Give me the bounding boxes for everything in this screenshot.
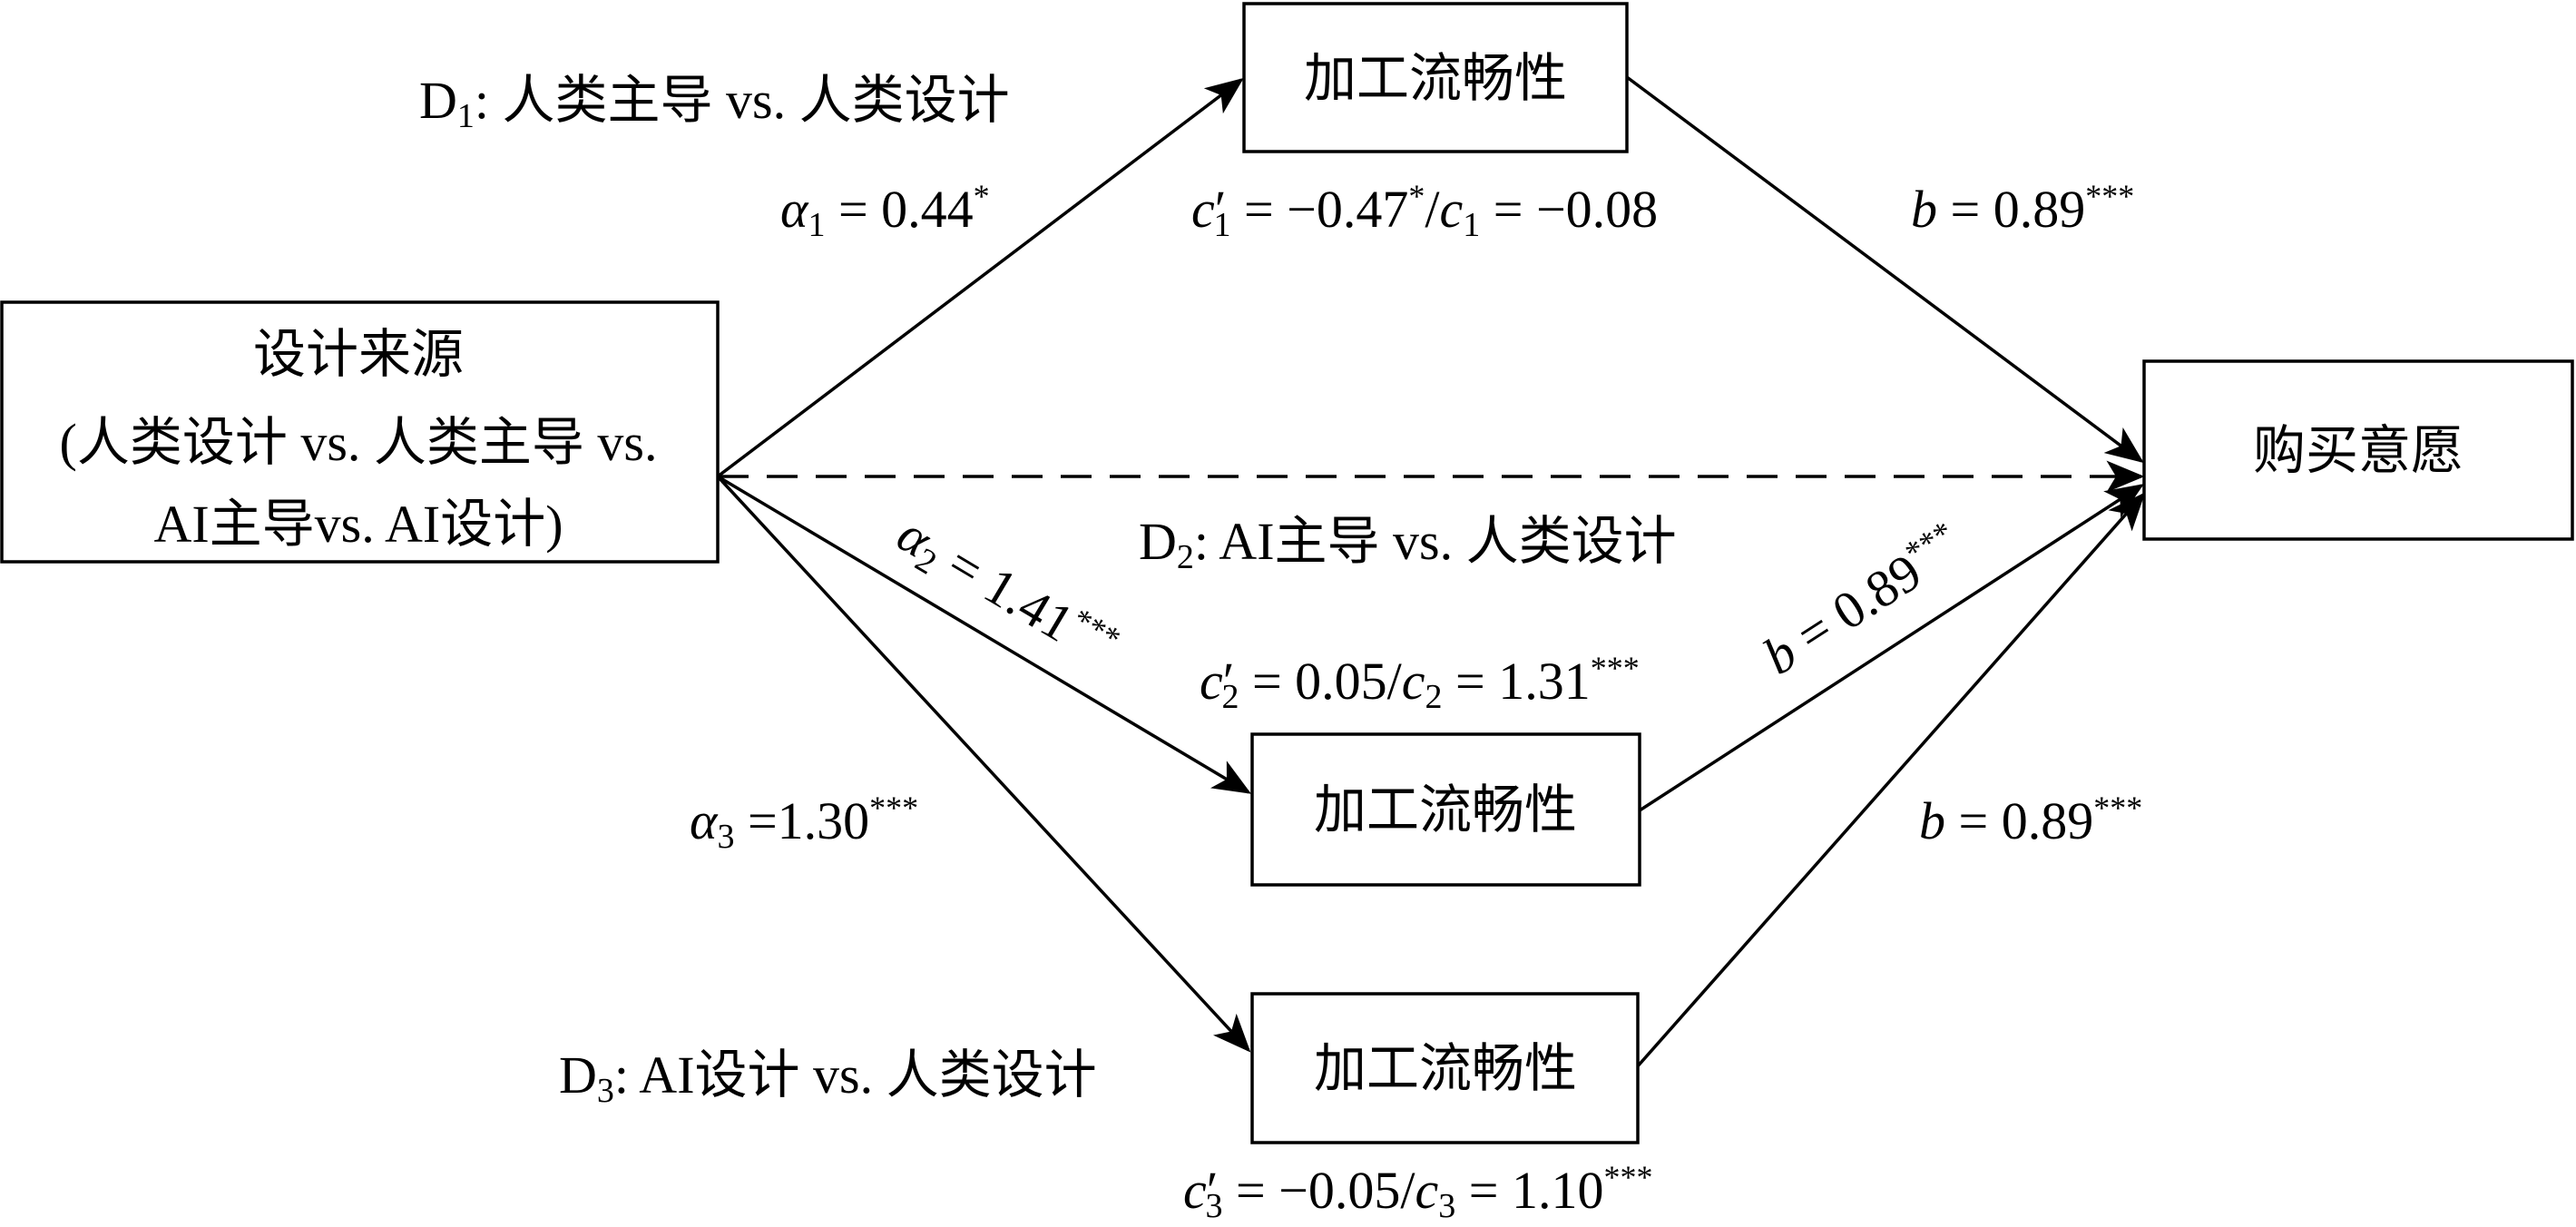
mediator-label-3: 加工流畅性 [1314, 1039, 1577, 1098]
outcome-box: 购买意愿 [2142, 359, 2574, 541]
coef-a2: α2 = 1.41*** [885, 503, 1127, 683]
coef-c1: c′1 = −0.47*/c1 = −0.08 [1191, 178, 1658, 244]
mediator-box-1: 加工流畅性 [1242, 2, 1629, 153]
arrow-b3 [1634, 492, 2146, 1070]
mediator-label-1: 加工流畅性 [1304, 49, 1567, 108]
arrow-b2 [1639, 484, 2144, 812]
coef-c2: c′2 = 0.05/c2 = 1.31*** [1200, 650, 1640, 716]
arrow-a1 [716, 77, 1244, 478]
mediator-label-2: 加工流畅性 [1314, 780, 1577, 839]
coef-c3: c′3 = −0.05/c3 = 1.10*** [1183, 1159, 1652, 1225]
mediator-box-2: 加工流畅性 [1250, 732, 1641, 887]
source-title: 设计来源 [253, 325, 464, 384]
arrow-b1 [1625, 75, 2144, 464]
contrast-d2: D2: AI主导 vs. 人类设计 [1139, 512, 1677, 576]
coef-a3: α3 =1.30*** [690, 790, 918, 856]
contrast-d3: D3: AI设计 vs. 人类设计 [559, 1045, 1097, 1110]
coef-b2: b = 0.89*** [1752, 514, 1973, 686]
source-box: 设计来源 (人类设计 vs. 人类主导 vs. AI主导vs. AI设计) [0, 300, 720, 564]
coef-b3: b = 0.89*** [1919, 790, 2142, 850]
arrow-a3 [716, 475, 1251, 1053]
coef-a1: α1 = 0.44* [780, 178, 990, 244]
source-levels-line1: (人类设计 vs. 人类主导 vs. [60, 413, 658, 472]
mediator-box-3: 加工流畅性 [1250, 992, 1640, 1144]
coef-b1: b = 0.89*** [1911, 178, 2134, 239]
arrow-a2 [717, 475, 1252, 794]
source-levels-line2: AI主导vs. AI设计) [153, 495, 563, 554]
contrast-d1: D1: 人类主导 vs. 人类设计 [419, 71, 1010, 135]
outcome-label: 购买意愿 [2253, 421, 2463, 480]
